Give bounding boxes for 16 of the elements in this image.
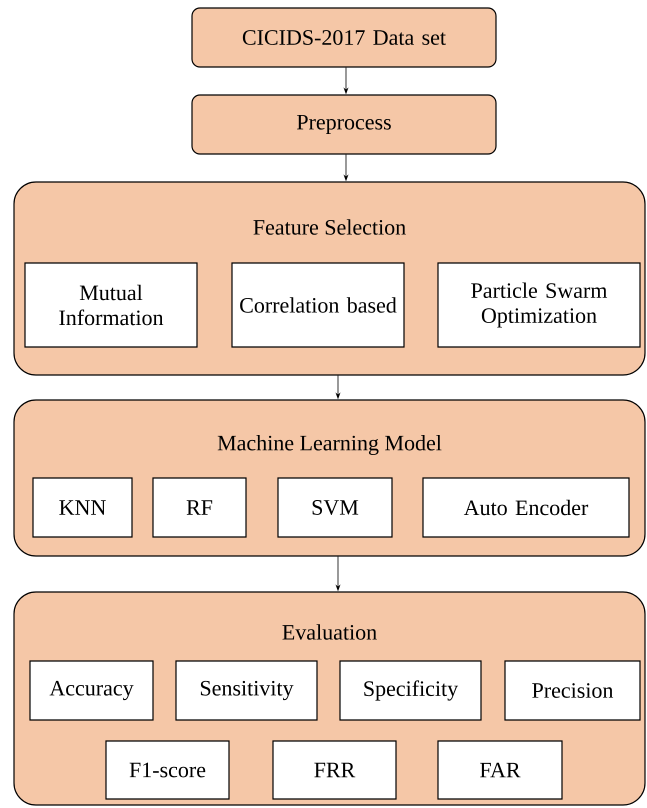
method-box: Mutual Information (24, 262, 198, 348)
method-box: FAR (437, 740, 563, 800)
method-box: FRR (272, 740, 397, 800)
method-box: F1-score (105, 740, 230, 800)
method-box: Auto Encoder (422, 477, 630, 538)
method-box: SVM (277, 477, 393, 538)
process-box: CICIDS-2017 Data set (191, 7, 497, 68)
method-box: Particle Swarm Optimization (437, 262, 641, 348)
method-box: KNN (32, 477, 133, 538)
process-box: Preprocess (191, 94, 497, 155)
method-box: Sensitivity (175, 660, 318, 721)
method-box: Precision (504, 660, 641, 721)
method-box: Accuracy (29, 660, 154, 721)
method-box: RF (152, 477, 247, 538)
method-box: Correlation based (231, 262, 405, 348)
method-box: Specificity (339, 660, 482, 721)
